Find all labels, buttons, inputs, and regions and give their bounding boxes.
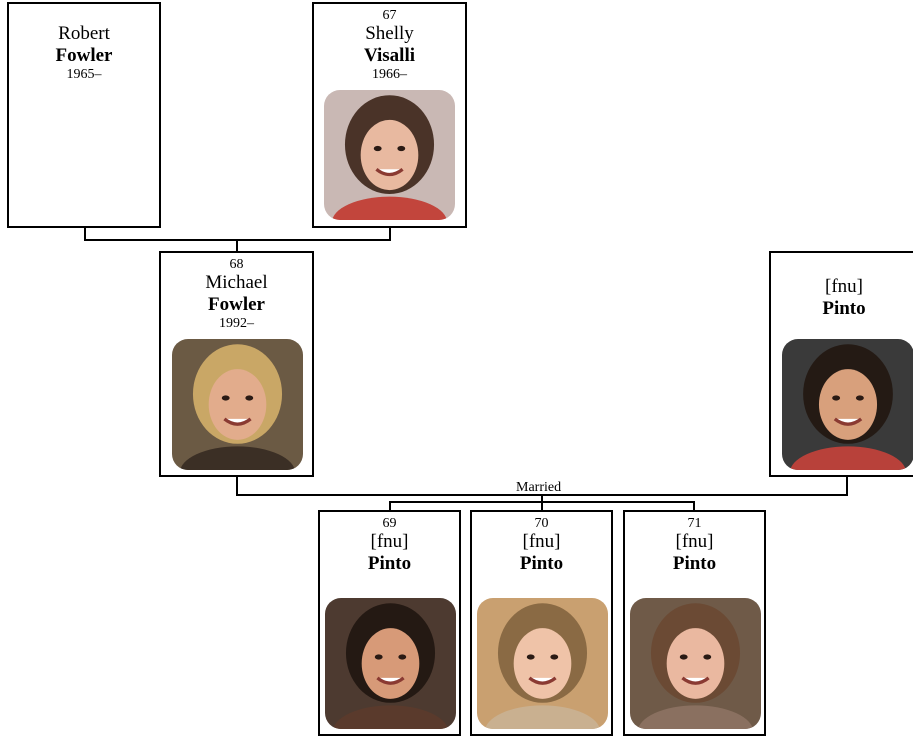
person-first-name: Michael (205, 272, 268, 293)
person-number: 71 (687, 516, 702, 531)
children-drop-line (541, 494, 543, 503)
person-last-name: Visalli (363, 45, 416, 66)
person-first-name: [fnu] (825, 276, 863, 297)
person-first-name: [fnu] (370, 531, 409, 552)
married-label: Married (516, 480, 562, 495)
person-photo (782, 339, 913, 470)
person-photo (325, 598, 456, 729)
child3-connector (693, 501, 695, 511)
person-last-name: Pinto (672, 553, 717, 574)
person-last-name: Pinto (822, 298, 866, 319)
person-card-robert-fowler[interactable]: Robert Fowler 1965– (7, 2, 161, 228)
child2-connector (541, 501, 543, 511)
person-years: 1965– (66, 67, 102, 82)
person-photo (324, 90, 455, 220)
person-number: 69 (382, 516, 397, 531)
person-card-child-70[interactable]: 70 [fnu] Pinto (470, 510, 613, 736)
person-last-name: Pinto (519, 553, 564, 574)
person-first-name: Shelly (365, 23, 414, 44)
person-photo (172, 339, 303, 470)
person-first-name: Robert (58, 23, 110, 44)
person-card-spouse-pinto[interactable]: [fnu] Pinto (769, 251, 913, 477)
person-photo (630, 598, 761, 729)
person-number: 68 (229, 257, 244, 272)
person-first-name: [fnu] (522, 531, 561, 552)
person-number (771, 257, 913, 272)
couple-connector-right (846, 476, 848, 496)
person-number: 70 (534, 516, 549, 531)
parents-to-child-connector (236, 239, 238, 252)
person-last-name: Fowler (208, 294, 265, 315)
person-last-name: Pinto (367, 553, 412, 574)
child1-connector (389, 501, 391, 511)
person-number: 67 (382, 8, 397, 23)
person-card-child-69[interactable]: 69 [fnu] Pinto (318, 510, 461, 736)
person-card-child-71[interactable]: 71 [fnu] Pinto (623, 510, 766, 736)
person-photo (477, 598, 608, 729)
person-number (9, 8, 159, 23)
person-years: 1966– (372, 67, 407, 82)
couple-connector-left (236, 476, 238, 496)
person-last-name: Fowler (55, 45, 113, 66)
person-first-name: [fnu] (675, 531, 714, 552)
person-card-shelly-visalli[interactable]: 67 Shelly Visalli 1966– (312, 2, 467, 228)
parents-connector-left (84, 227, 86, 241)
person-years: 1992– (219, 316, 254, 331)
parents-connector-right (389, 227, 391, 241)
person-card-michael-fowler[interactable]: 68 Michael Fowler 1992– (159, 251, 314, 477)
